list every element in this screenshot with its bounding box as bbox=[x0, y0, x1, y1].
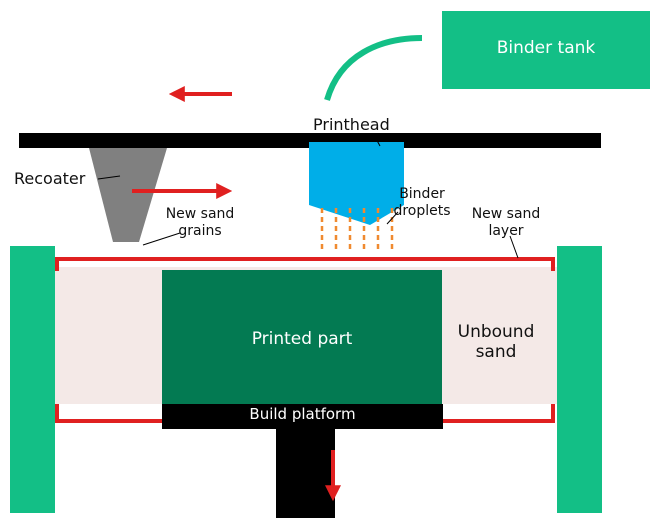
recoater-leader bbox=[97, 175, 121, 180]
unbound-sand-line2: sand bbox=[475, 342, 517, 362]
binder-droplets-label: Binder droplets bbox=[384, 186, 460, 220]
droplets-leader bbox=[386, 211, 399, 225]
binder-tank-label: Binder tank bbox=[496, 38, 596, 58]
new-sand-grains-line2: grains bbox=[178, 223, 222, 239]
binder-tank bbox=[442, 11, 650, 89]
chamber-bottom-right bbox=[442, 404, 555, 423]
build-platform bbox=[162, 404, 443, 429]
binder-droplets-line1: Binder bbox=[399, 186, 445, 202]
left-wall bbox=[10, 246, 55, 513]
new-sand-grains-label: New sand grains bbox=[150, 206, 250, 240]
binder-droplets bbox=[320, 208, 394, 250]
new-sand-layer-outline bbox=[55, 257, 555, 271]
binder-supply-line bbox=[324, 35, 423, 101]
new-sand-grains-line1: New sand bbox=[165, 206, 235, 222]
new-sand-layer-line1: New sand bbox=[471, 206, 541, 222]
right-wall bbox=[557, 246, 602, 513]
piston bbox=[276, 429, 335, 518]
unbound-sand-label: Unbound sand bbox=[446, 322, 546, 362]
gantry-rail bbox=[19, 133, 601, 148]
printhead-leader bbox=[373, 134, 381, 147]
printhead bbox=[309, 142, 404, 225]
printhead-label: Printhead bbox=[313, 115, 390, 134]
new-sand-layer-label: New sand layer bbox=[460, 206, 552, 240]
recoater-label: Recoater bbox=[14, 169, 86, 188]
new-sand-layer-line2: layer bbox=[488, 223, 524, 239]
sand-grains-leader bbox=[142, 232, 181, 246]
build-platform-label: Build platform bbox=[249, 405, 356, 423]
recoater bbox=[89, 148, 167, 242]
binder-droplets-line2: droplets bbox=[393, 203, 451, 219]
sand-layer-leader bbox=[509, 235, 519, 259]
printed-part bbox=[162, 270, 442, 404]
chamber-bottom-left bbox=[55, 404, 162, 423]
printed-part-label: Printed part bbox=[251, 329, 353, 349]
unbound-sand-line1: Unbound bbox=[457, 322, 535, 342]
